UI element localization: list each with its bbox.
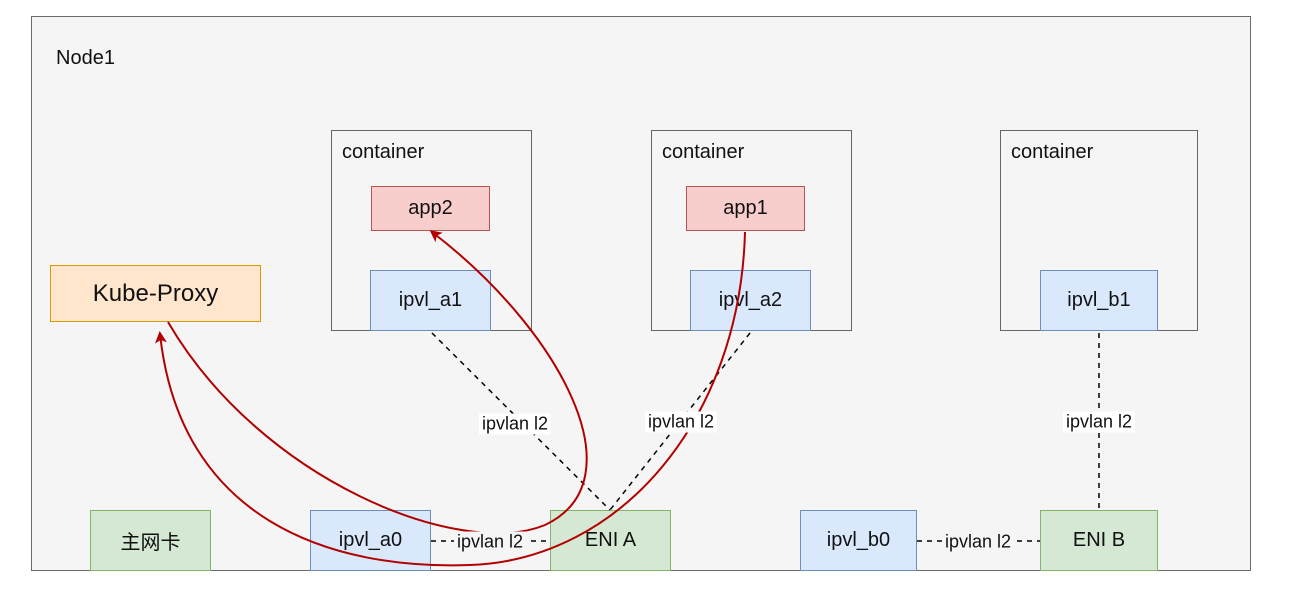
eni-b-box[interactable]: ENI B (1040, 510, 1158, 571)
ipvl-b0-box[interactable]: ipvl_b0 (800, 510, 917, 571)
link-a1-eni-a (431, 332, 611, 511)
app1-box[interactable]: app1 (686, 186, 805, 231)
container-label: container (342, 141, 425, 163)
container-label: container (662, 141, 745, 163)
main-nic-box[interactable]: 主网卡 (90, 510, 211, 571)
ipvl-a1-box[interactable]: ipvl_a1 (370, 270, 491, 331)
node1-label: Node1 (56, 47, 115, 69)
app2-box[interactable]: app2 (371, 186, 490, 231)
flow-kubeproxy-to-app2 (167, 230, 588, 535)
edge-label-b0-enib: ipvlan l2 (941, 531, 1015, 553)
edge-label-b1-enib: ipvlan l2 (1062, 411, 1136, 433)
ipvl-a2-box[interactable]: ipvl_a2 (690, 270, 811, 331)
flow-app1-to-kubeproxy (155, 231, 746, 567)
ipvl-a0-box[interactable]: ipvl_a0 (310, 510, 431, 571)
kube-proxy-box[interactable]: Kube-Proxy (50, 265, 261, 322)
edge-label-a1-eni: ipvlan l2 (478, 413, 552, 435)
ipvl-b1-box[interactable]: ipvl_b1 (1040, 270, 1158, 331)
edge-label-a2-eni: ipvlan l2 (644, 411, 718, 433)
edge-label-a0-eni: ipvlan l2 (453, 531, 527, 553)
container-label: container (1011, 141, 1094, 163)
